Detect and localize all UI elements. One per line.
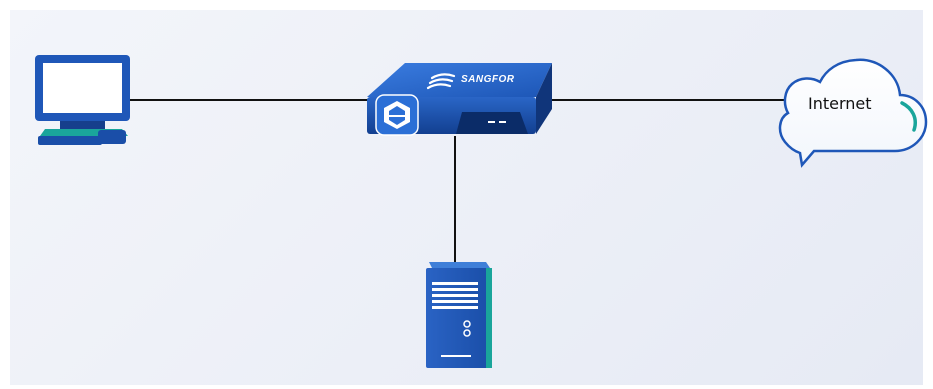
shield-badge-icon — [375, 94, 419, 136]
firewall-appliance-icon: SANGFOR — [367, 63, 552, 136]
server-tower-icon — [426, 262, 492, 368]
desktop-computer-icon — [35, 55, 130, 145]
cloud-icon: Internet — [778, 58, 928, 168]
internet-label: Internet — [808, 94, 872, 113]
appliance-brand-label: SANGFOR — [461, 74, 515, 85]
sangfor-logo: SANGFOR — [426, 73, 515, 90]
